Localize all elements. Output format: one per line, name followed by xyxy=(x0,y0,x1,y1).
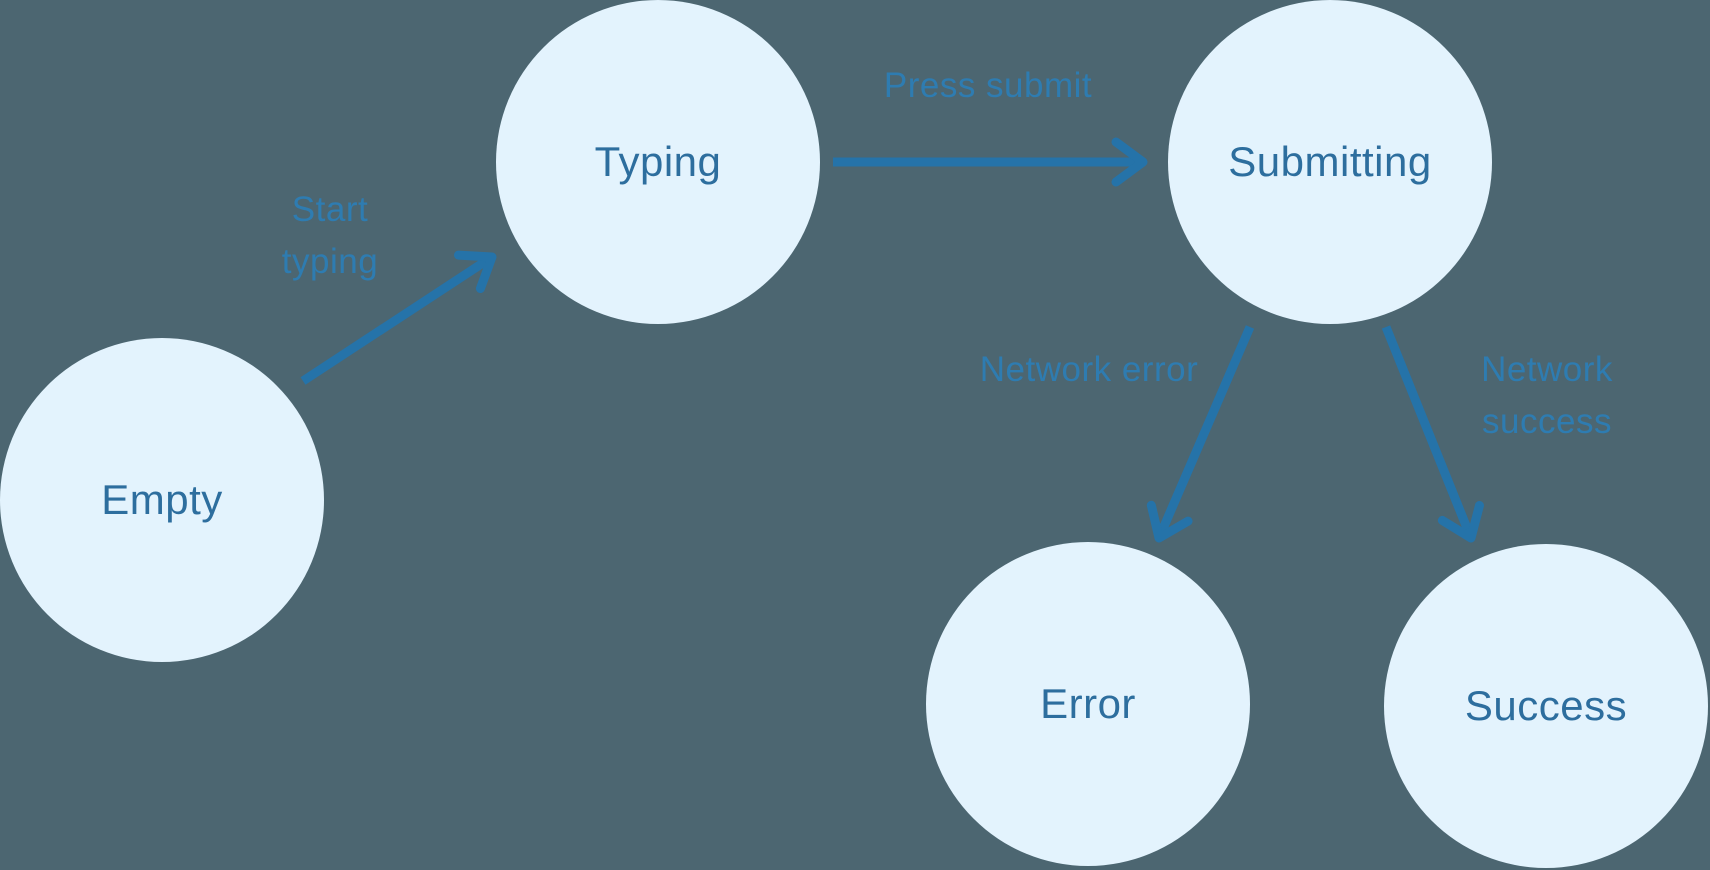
state-label-success: Success xyxy=(1464,682,1628,729)
state-node-error: Error xyxy=(926,542,1250,866)
state-node-submitting: Submitting xyxy=(1168,0,1492,324)
state-node-empty: Empty xyxy=(0,338,324,662)
transition-label-press-submit: Press submit xyxy=(883,66,1093,105)
state-node-success: Success xyxy=(1384,544,1708,868)
state-label-error: Error xyxy=(1040,680,1136,727)
state-node-typing: Typing xyxy=(496,0,820,324)
state-label-empty: Empty xyxy=(101,476,223,523)
transition-label-network-success: Network success xyxy=(1481,350,1613,441)
transition-label-start-typing: Start typing xyxy=(281,190,379,281)
state-label-typing: Typing xyxy=(594,138,722,185)
state-label-submitting: Submitting xyxy=(1228,138,1432,185)
transition-label-network-error: Network error xyxy=(979,350,1199,389)
